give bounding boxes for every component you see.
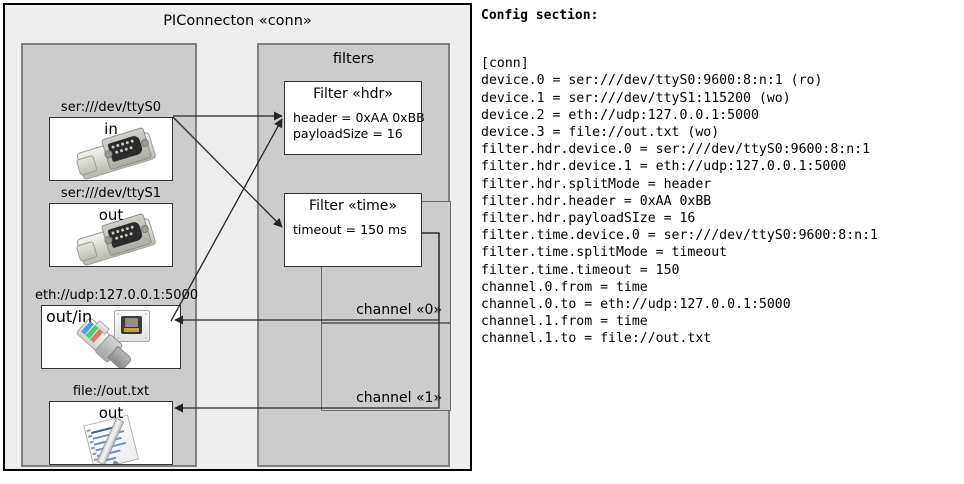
device-entry-file[interactable]: file://out.txt out — [33, 383, 189, 465]
device-caption-ttyS0: ser:///dev/ttyS0 — [60, 100, 162, 115]
device-box-ttyS1[interactable]: out — [49, 203, 173, 267]
device-caption-file: file://out.txt — [72, 384, 150, 399]
diagram-frame: PIConnecton «conn» ser:///dev/ttyS0 in — [3, 3, 472, 471]
device-box-eth[interactable]: out/in — [41, 305, 181, 369]
channel-0-label: channel «0» — [356, 302, 442, 318]
device-caption-ttyS1: ser:///dev/ttyS1 — [60, 186, 162, 201]
device-caption-eth: eth://udp:127.0.0.1:5000 — [35, 288, 199, 303]
device-box-file[interactable]: out — [49, 401, 173, 465]
devices-panel: ser:///dev/ttyS0 in — [21, 43, 199, 467]
config-heading: Config section: — [481, 8, 599, 23]
device-label-eth: out/in — [46, 307, 93, 326]
device-label-ttyS1: out — [98, 206, 124, 224]
filter-props-time: timeout = 150 ms — [293, 222, 407, 237]
device-box-ttyS0[interactable]: in — [49, 117, 173, 181]
page-title: PIConnecton «conn» — [163, 13, 312, 29]
device-entry-eth[interactable]: eth://udp:127.0.0.1:5000 out/in — [33, 287, 199, 369]
device-entry-ttyS1[interactable]: ser:///dev/ttyS1 out — [33, 185, 189, 267]
filter-title-hdr: Filter «hdr» — [313, 86, 393, 102]
config-body: [conn] device.0 = ser:///dev/ttyS0:9600:… — [481, 56, 878, 347]
filter-props-hdr: header = 0xAA 0xBB payloadSize = 16 — [293, 110, 425, 141]
filter-title-time: Filter «time» — [309, 198, 397, 214]
filter-box-time[interactable]: Filter «time» timeout = 150 ms — [284, 193, 422, 267]
channel-1-label: channel «1» — [356, 390, 442, 406]
ethernet-icon — [114, 310, 150, 342]
device-label-ttyS0: in — [104, 120, 118, 138]
config-section: Config section: [conn] device.0 = ser://… — [481, 0, 964, 484]
filters-panel-label: filters — [332, 51, 375, 67]
device-entry-ttyS0[interactable]: ser:///dev/ttyS0 in — [33, 99, 189, 181]
device-label-file: out — [98, 404, 124, 422]
filter-box-hdr[interactable]: Filter «hdr» header = 0xAA 0xBB payloadS… — [284, 81, 425, 155]
channel-1-panel: channel «1» — [321, 323, 451, 411]
